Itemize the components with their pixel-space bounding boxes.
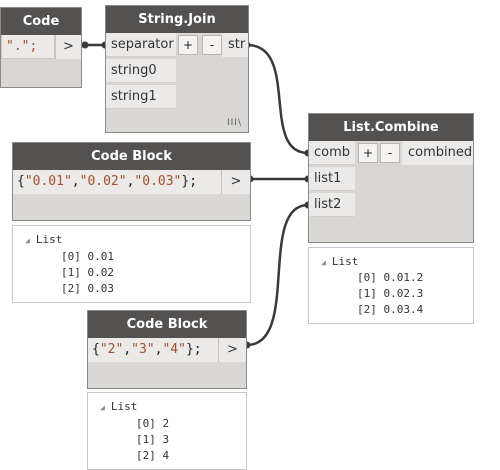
input-port-string1[interactable]: string1 — [106, 85, 176, 109]
resize-grip-icon[interactable]: III\ — [227, 118, 242, 128]
output-port[interactable]: > — [218, 338, 246, 362]
output-port[interactable]: > — [55, 35, 81, 59]
input-port-string0[interactable]: string0 — [106, 59, 176, 83]
code-brace-close: }; — [185, 342, 202, 357]
node-title: Code Block — [13, 143, 250, 170]
input-port-list2[interactable]: list2 — [309, 193, 355, 217]
list-item: [1] 0.02 — [61, 266, 114, 279]
code-string-2: "0.02" — [79, 174, 127, 189]
code-block-node-2[interactable]: Code Block {"0.01","0.02","0.03"}; > — [12, 142, 251, 221]
output-port[interactable]: > — [221, 170, 250, 194]
port-dot-cb1-out — [81, 41, 89, 49]
node-title: Code Block — [1, 8, 81, 56]
wire-str-comb[interactable] — [246, 43, 309, 155]
collapse-triangle-icon[interactable]: ◢ — [321, 258, 326, 267]
wire-cb3-list2[interactable] — [246, 203, 309, 347]
collapse-triangle-icon[interactable]: ◢ — [100, 403, 105, 412]
collapse-triangle-icon[interactable]: ◢ — [25, 236, 30, 245]
input-port-separator[interactable]: separator — [106, 33, 176, 57]
list-item: [0] 2 — [136, 417, 170, 430]
add-input-button[interactable]: + — [358, 143, 378, 163]
list-item: [2] 4 — [136, 449, 170, 462]
list-item: [2] 0.03.4 — [357, 303, 424, 316]
list-item: [0] 0.01 — [61, 250, 114, 263]
output-port-str[interactable]: str — [222, 33, 248, 57]
preview-bubble-cb3: ◢ List [0] 2 [1] 3 [2] 4 — [87, 392, 247, 470]
code-comma-2: , — [126, 174, 135, 189]
code-block-node-3[interactable]: Code Block {"2","3","4"}; > — [87, 310, 247, 389]
code-editor[interactable]: {"0.01","0.02","0.03"}; — [13, 170, 221, 194]
code-comma-1: , — [71, 174, 80, 189]
code-editor[interactable]: {"2","3","4"}; — [88, 338, 218, 362]
preview-header: ◢ List — [100, 400, 137, 413]
remove-input-button[interactable]: - — [380, 143, 400, 163]
preview-header-label: List — [110, 400, 138, 413]
input-port-list1[interactable]: list1 — [309, 167, 355, 191]
remove-input-button[interactable]: - — [202, 35, 222, 55]
list-combine-node[interactable]: List.Combine comb list1 list2 + - combin… — [308, 113, 474, 243]
code-text: "."; — [6, 39, 38, 54]
node-title: String.Join — [106, 6, 248, 33]
input-port-comb[interactable]: comb — [309, 141, 355, 165]
code-editor[interactable]: "."; — [1, 35, 55, 59]
output-port-combined[interactable]: combined — [402, 141, 473, 165]
code-brace-open: { — [17, 174, 25, 189]
code-string-3: "4" — [162, 342, 186, 357]
code-string-2: "3" — [131, 342, 155, 357]
list-item: [0] 0.01.2 — [357, 271, 424, 284]
add-input-button[interactable]: + — [178, 35, 198, 55]
list-item: [1] 0.02.3 — [357, 287, 424, 300]
node-title: Code Block — [88, 311, 246, 338]
preview-header-label: List — [35, 233, 63, 246]
preview-header: ◢ List — [321, 255, 358, 268]
code-string-1: "2" — [99, 342, 124, 357]
code-comma-2: , — [154, 342, 163, 357]
preview-header: ◢ List — [25, 233, 62, 246]
code-brace-open: { — [92, 342, 100, 357]
list-item: [1] 3 — [136, 433, 170, 446]
node-title: List.Combine — [309, 114, 473, 141]
code-string-1: "0.01" — [24, 174, 72, 189]
preview-bubble-combine: ◢ List [0] 0.01.2 [1] 0.02.3 [2] 0.03.4 — [308, 247, 474, 324]
code-block-node-1[interactable]: Code Block "."; > — [0, 7, 82, 88]
code-string-3: "0.03" — [134, 174, 182, 189]
list-item: [2] 0.03 — [61, 282, 114, 295]
preview-bubble-cb2: ◢ List [0] 0.01 [1] 0.02 [2] 0.03 — [12, 225, 251, 303]
string-join-node[interactable]: String.Join separator string0 string1 + … — [105, 5, 249, 133]
code-brace-close: }; — [181, 174, 198, 189]
preview-header-label: List — [331, 255, 359, 268]
code-comma-1: , — [123, 342, 132, 357]
